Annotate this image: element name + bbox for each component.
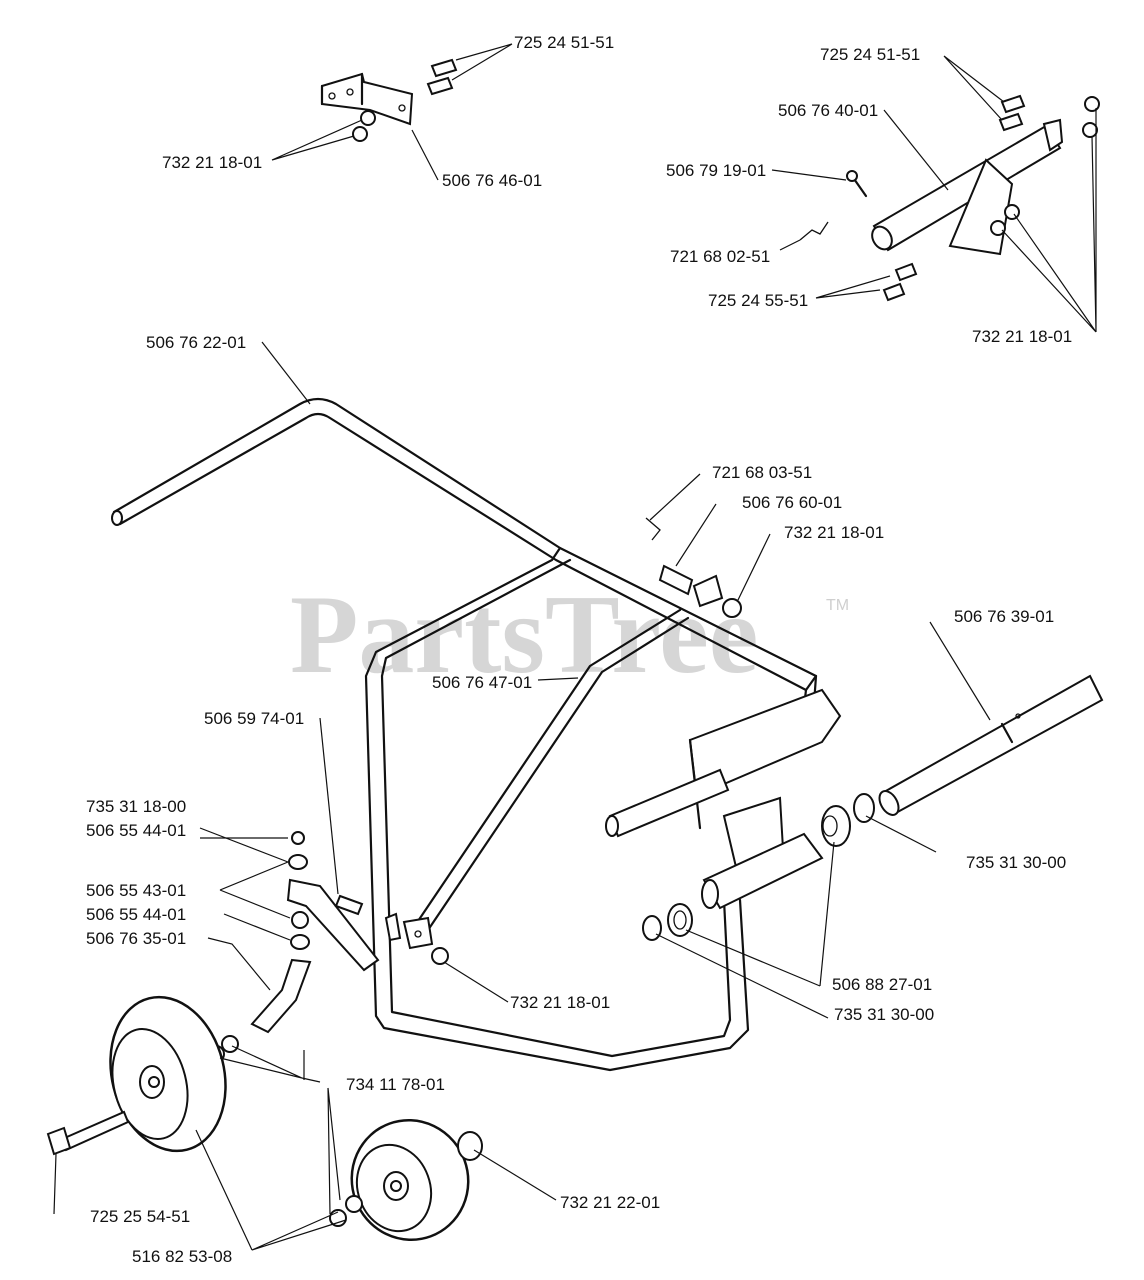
bracket-506-76-46-01 [320,58,458,142]
tube-assembly-506-76-40-01 [799,94,1100,302]
label-725-24-51-51-b: 725 24 51-51 [820,45,920,64]
label-721-68-02-51: 721 68 02-51 [670,247,770,266]
label-732-21-18-01-c: 732 21 18-01 [784,523,884,542]
label-732-21-18-01-a: 732 21 18-01 [162,153,262,172]
bearings [431,793,875,965]
label-506-55-44-01-a: 506 55 44-01 [86,821,186,840]
label-506-59-74-01: 506 59 74-01 [204,709,304,728]
axle-bracket [605,688,842,910]
label-506-79-19-01: 506 79 19-01 [666,161,766,180]
part-labels: 725 24 51-51 732 21 18-01 506 76 46-01 7… [86,33,1072,1266]
label-735-31-30-00-b: 735 31 30-00 [834,1005,934,1024]
label-506-88-27-01: 506 88 27-01 [832,975,932,994]
label-506-55-44-01-b: 506 55 44-01 [86,905,186,924]
brace-506-76-47-01 [384,608,690,950]
wheel-lower [329,1118,483,1242]
axle-tube-506-76-39-01 [878,674,1104,816]
label-734-11-78-01: 734 11 78-01 [346,1075,445,1094]
watermark: PartsTree [290,573,759,697]
label-506-76-22-01: 506 76 22-01 [146,333,246,352]
label-506-76-60-01: 506 76 60-01 [742,493,842,512]
label-506-76-35-01: 506 76 35-01 [86,929,186,948]
label-725-24-55-51: 725 24 55-51 [708,291,808,310]
label-506-76-46-01: 506 76 46-01 [442,171,542,190]
label-721-68-03-51: 721 68 03-51 [712,463,812,482]
label-506-76-40-01: 506 76 40-01 [778,101,878,120]
label-732-21-18-01-b: 732 21 18-01 [972,327,1072,346]
watermark-trademark: TM [826,597,849,614]
label-732-21-18-01-d: 732 21 18-01 [510,993,610,1012]
label-735-31-30-00-a: 735 31 30-00 [966,853,1066,872]
label-516-82-53-08: 516 82 53-08 [132,1247,232,1266]
label-732-21-22-01: 732 21 22-01 [560,1193,660,1212]
label-506-76-47-01: 506 76 47-01 [432,673,532,692]
caster-assembly [207,831,380,1063]
label-506-76-39-01: 506 76 39-01 [954,607,1054,626]
leader-lines [53,43,1097,1251]
label-725-24-51-51-a: 725 24 51-51 [514,33,614,52]
label-506-55-43-01: 506 55 43-01 [86,881,186,900]
wheel-upper [46,995,227,1156]
label-725-25-54-51: 725 25 54-51 [90,1207,190,1226]
hinge-parts [645,517,742,618]
label-735-31-18-00: 735 31 18-00 [86,797,186,816]
